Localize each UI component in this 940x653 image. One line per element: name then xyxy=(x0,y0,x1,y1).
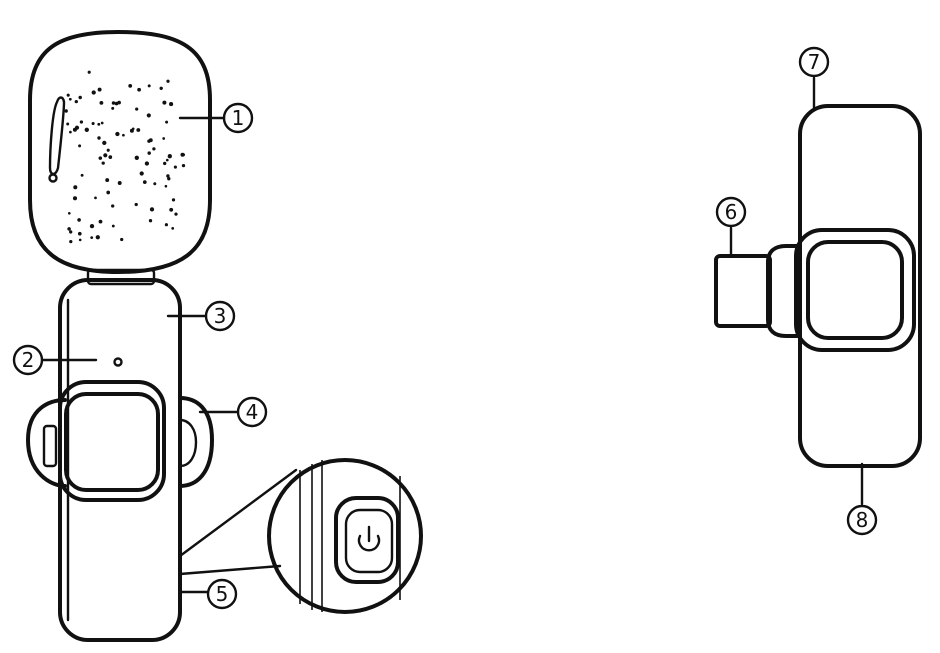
receiver-pad-outer xyxy=(794,228,916,352)
microphone-front-view xyxy=(26,30,423,642)
receiver-pad-inner xyxy=(806,240,904,340)
callout-1: 1 xyxy=(222,102,254,134)
svg-text:5: 5 xyxy=(216,582,229,606)
svg-text:7: 7 xyxy=(808,50,821,74)
zoom-line-bottom xyxy=(178,564,282,576)
receiver-body xyxy=(798,104,922,468)
svg-text:2: 2 xyxy=(22,348,35,372)
power-button-detail xyxy=(267,458,423,614)
callout-6: 6 xyxy=(715,196,747,228)
svg-text:6: 6 xyxy=(725,200,738,224)
leader-lines xyxy=(40,76,864,594)
windscreen-neck xyxy=(86,268,156,286)
svg-text:4: 4 xyxy=(246,400,259,424)
callout-5: 5 xyxy=(206,578,238,610)
callout-4: 4 xyxy=(236,396,268,428)
zoom-line-top xyxy=(178,468,298,558)
pinhole xyxy=(113,357,123,367)
svg-text:3: 3 xyxy=(214,304,227,328)
windscreen-texture xyxy=(64,70,186,244)
callout-2: 2 xyxy=(12,344,44,376)
svg-text:1: 1 xyxy=(232,106,245,130)
receiver-side-view xyxy=(714,104,922,468)
svg-text:8: 8 xyxy=(856,508,869,532)
power-icon xyxy=(357,525,381,552)
callout-3: 3 xyxy=(204,300,236,332)
center-pad-inner xyxy=(64,392,160,492)
windscreen xyxy=(28,30,212,274)
center-pad-outer xyxy=(58,380,166,502)
clip-wings xyxy=(26,396,214,488)
callout-8: 8 xyxy=(846,504,878,536)
callout-7: 7 xyxy=(798,46,830,78)
usb-c-plug xyxy=(714,254,772,328)
